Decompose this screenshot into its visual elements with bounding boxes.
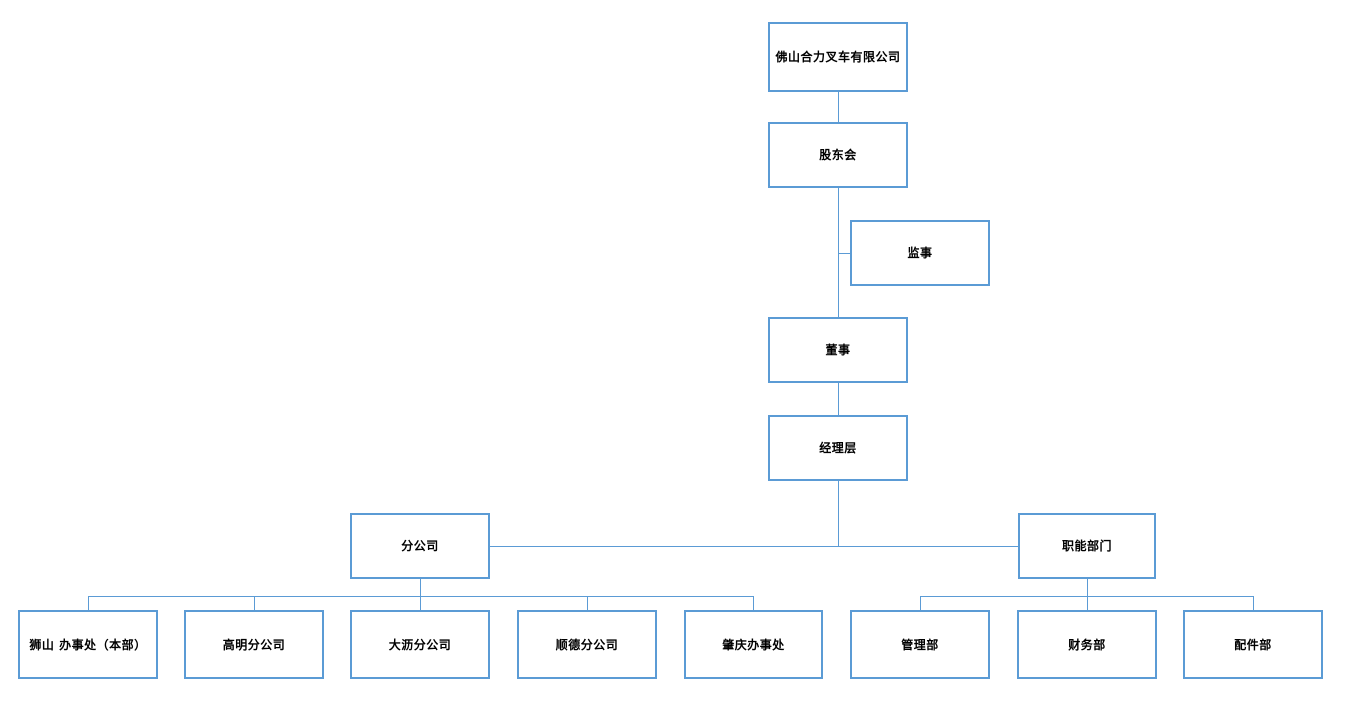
connector-drop-gaoming <box>254 596 255 610</box>
connector-drop-admin <box>920 596 921 610</box>
node-branches: 分公司 <box>350 513 490 579</box>
node-zhaoqing-label: 肇庆办事处 <box>722 637 785 652</box>
node-company: 佛山合力叉车有限公司 <box>768 22 908 92</box>
node-parts: 配件部 <box>1183 610 1323 679</box>
node-shishan-label: 狮山 办事处（本部） <box>29 637 147 652</box>
node-director-label: 董事 <box>825 343 851 357</box>
connector-functional-down <box>1087 579 1088 610</box>
connector-branches-children-bar <box>88 596 753 597</box>
node-finance: 财务部 <box>1017 610 1157 679</box>
node-management-label: 经理层 <box>819 441 857 455</box>
node-company-label: 佛山合力叉车有限公司 <box>775 50 901 64</box>
node-functional: 职能部门 <box>1018 513 1156 579</box>
connector-functional-children-bar <box>920 596 1253 597</box>
node-management: 经理层 <box>768 415 908 481</box>
node-gaoming: 高明分公司 <box>184 610 324 679</box>
node-dali: 大沥分公司 <box>350 610 490 679</box>
connector-branches-down <box>420 579 421 610</box>
node-shunde-label: 顺德分公司 <box>555 637 619 652</box>
node-functional-label: 职能部门 <box>1061 539 1112 553</box>
node-admin: 管理部 <box>850 610 990 679</box>
node-finance-label: 财务部 <box>1068 637 1106 652</box>
connector-shareholders-director <box>838 188 839 317</box>
connector-trunk-supervisor <box>838 253 850 254</box>
node-shunde: 顺德分公司 <box>517 610 657 679</box>
node-director: 董事 <box>768 317 908 383</box>
node-branches-label: 分公司 <box>401 539 439 553</box>
connector-branches-functional <box>490 546 1018 547</box>
connector-drop-parts <box>1253 596 1254 610</box>
node-shishan: 狮山 办事处（本部） <box>18 610 158 679</box>
connector-drop-zhaoqing <box>753 596 754 610</box>
node-shareholders-label: 股东会 <box>819 148 857 162</box>
node-gaoming-label: 高明分公司 <box>222 637 286 652</box>
connector-director-management <box>838 383 839 415</box>
connector-drop-shunde <box>587 596 588 610</box>
node-parts-label: 配件部 <box>1234 637 1272 652</box>
node-dali-label: 大沥分公司 <box>388 637 452 652</box>
connector-management-down <box>838 481 839 546</box>
node-supervisor-label: 监事 <box>907 246 933 260</box>
connector-company-shareholders <box>838 92 839 122</box>
node-zhaoqing: 肇庆办事处 <box>684 610 823 679</box>
node-supervisor: 监事 <box>850 220 990 286</box>
node-shareholders: 股东会 <box>768 122 908 188</box>
node-admin-label: 管理部 <box>901 637 939 652</box>
connector-drop-shishan <box>88 596 89 610</box>
